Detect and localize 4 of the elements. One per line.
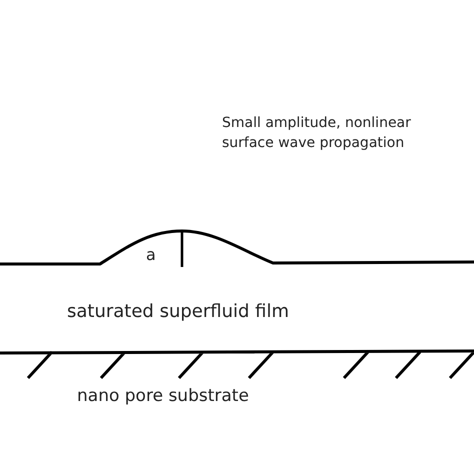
- text-label: saturated superfluid film: [67, 301, 290, 322]
- text-label: Small amplitude, nonlinear surface wave propagation: [222, 114, 412, 154]
- text-label: nano pore substrate: [77, 386, 249, 406]
- amplitude-label: a: [146, 245, 156, 264]
